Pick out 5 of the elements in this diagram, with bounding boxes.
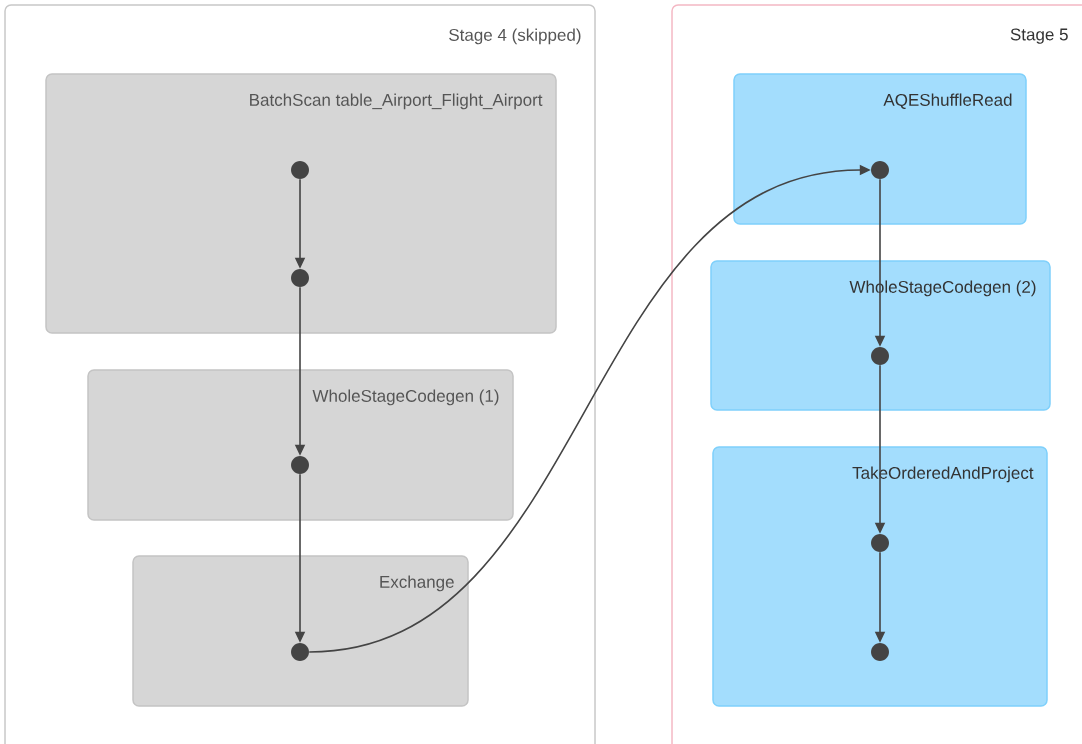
operator-box: BatchScan table_Airport_Flight_Airport (45, 73, 557, 334)
operator-box: WholeStageCodegen (1) (87, 369, 514, 521)
operator-box: Exchange (132, 555, 469, 707)
dot (291, 161, 309, 179)
operator-box: AQEShuffleRead (733, 73, 1027, 225)
